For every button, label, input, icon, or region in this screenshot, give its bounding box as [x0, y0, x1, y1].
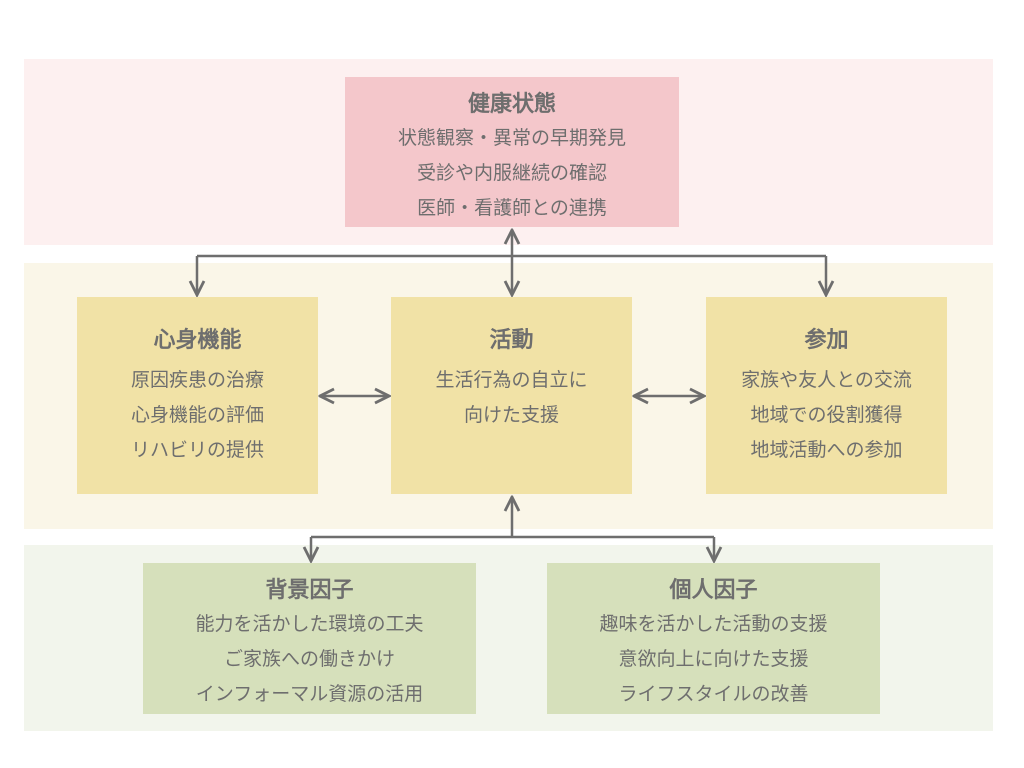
- personal-factors-box: 個人因子 趣味を活かした活動の支援 意欲向上に向けた支援 ライフスタイルの改善: [547, 563, 880, 714]
- body-function-line-2: 心身機能の評価: [130, 404, 264, 426]
- body-function-box: 心身機能 原因疾患の治療 心身機能の評価 リハビリの提供: [77, 297, 318, 494]
- personal-line-2: 意欲向上に向けた支援: [618, 648, 809, 670]
- environmental-line-2: ご家族への働きかけ: [223, 648, 395, 670]
- personal-title: 個人因子: [669, 578, 758, 603]
- personal-line-3: ライフスタイルの改善: [618, 683, 809, 705]
- body-function-line-1: 原因疾患の治療: [130, 369, 264, 391]
- participation-line-2: 地域での役割獲得: [750, 404, 903, 426]
- participation-line-1: 家族や友人との交流: [741, 369, 912, 391]
- participation-box: 参加 家族や友人との交流 地域での役割獲得 地域活動への参加: [706, 297, 947, 494]
- health-title: 健康状態: [467, 92, 556, 117]
- environmental-title: 背景因子: [265, 578, 354, 603]
- environmental-line-1: 能力を活かした環境の工夫: [195, 613, 424, 635]
- health-condition-box: 健康状態 状態観察・異常の早期発見 受診や内服継続の確認 医師・看護師との連携: [345, 77, 679, 227]
- health-line-2: 受診や内服継続の確認: [416, 162, 607, 184]
- body-function-title: 心身機能: [153, 328, 242, 353]
- activity-title: 活動: [489, 328, 534, 353]
- personal-line-1: 趣味を活かした活動の支援: [599, 613, 828, 635]
- activity-box: 活動 生活行為の自立に 向けた支援: [391, 297, 632, 494]
- health-line-1: 状態観察・異常の早期発見: [397, 127, 626, 149]
- environmental-line-3: インフォーマル資源の活用: [195, 683, 424, 705]
- participation-title: 参加: [804, 328, 849, 353]
- body-function-line-3: リハビリの提供: [130, 439, 264, 461]
- environmental-factors-box: 背景因子 能力を活かした環境の工夫 ご家族への働きかけ インフォーマル資源の活用: [143, 563, 476, 714]
- health-line-3: 医師・看護師との連携: [417, 197, 607, 219]
- participation-line-3: 地域活動への参加: [750, 439, 903, 461]
- activity-line-2: 向けた支援: [463, 404, 559, 426]
- activity-line-1: 生活行為の自立に: [435, 369, 588, 391]
